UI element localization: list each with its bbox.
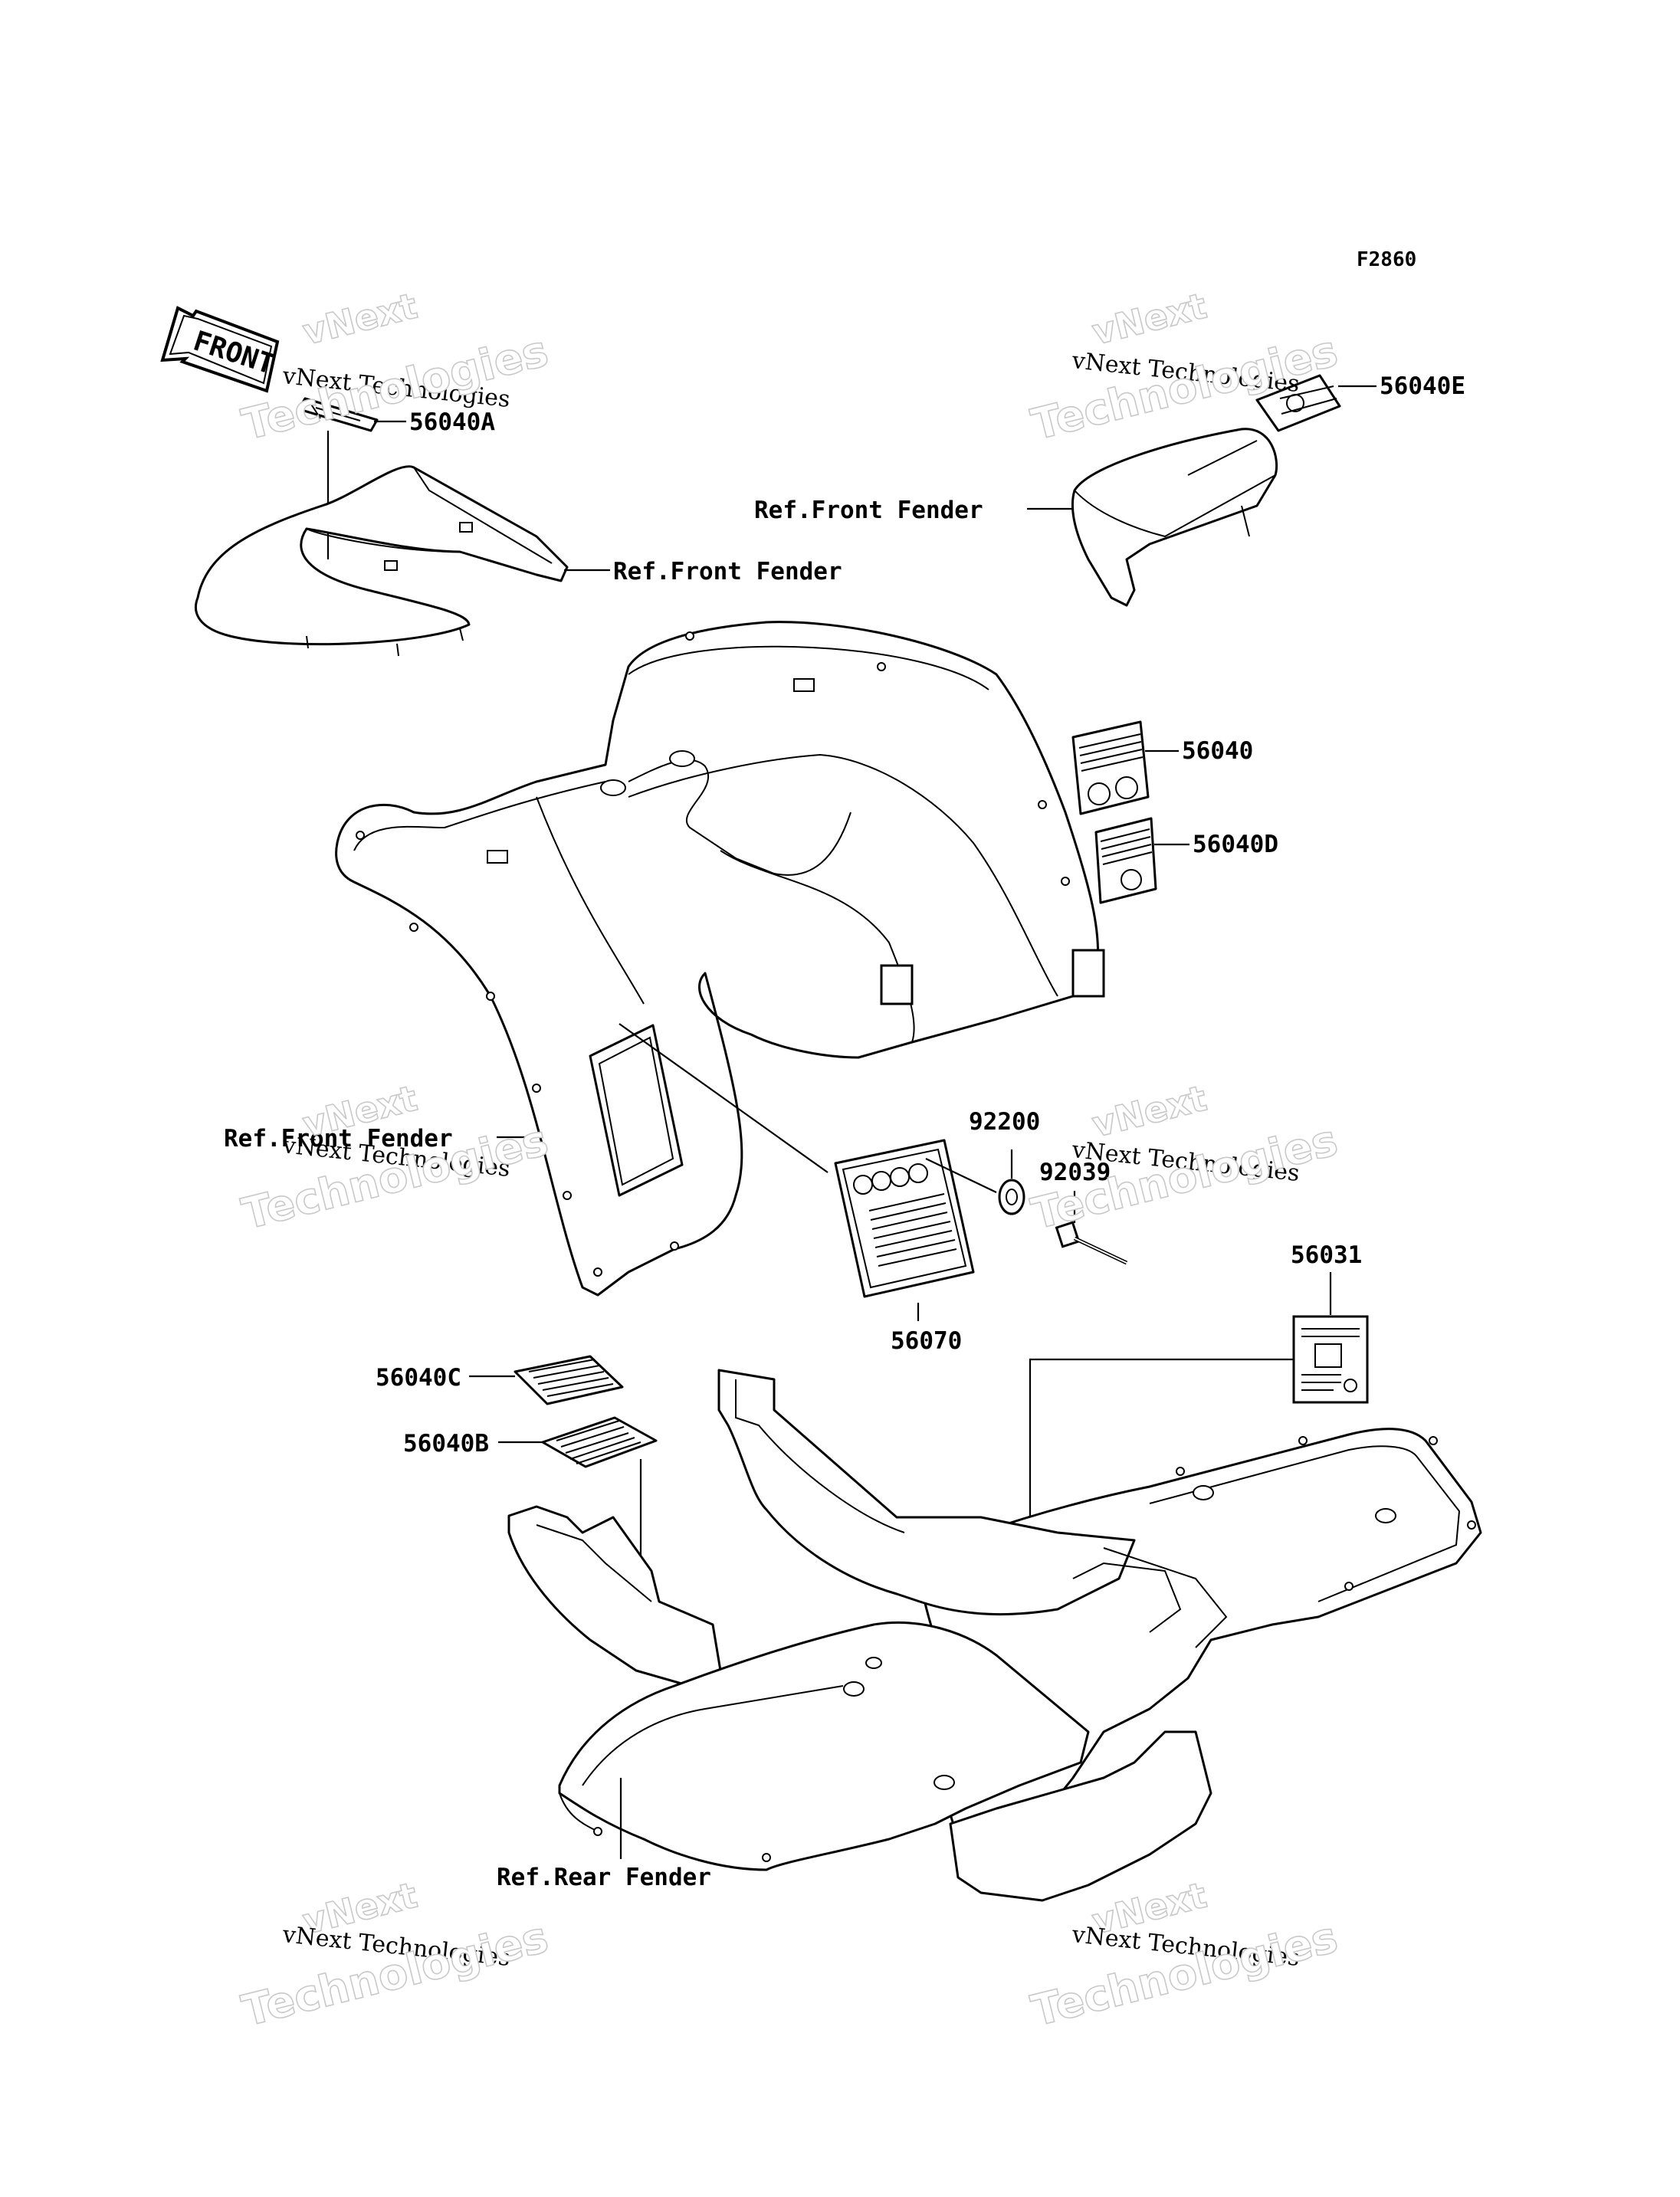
- leader-56070-plate: [619, 1023, 829, 1173]
- pin-92039-part: [1055, 1221, 1128, 1265]
- label-56031-part: [1292, 1315, 1369, 1404]
- callout-56040d: 56040D: [1193, 831, 1278, 858]
- label-56040d-part: [1094, 817, 1157, 904]
- watermark-middle-left: vNext vNext Technologies Technologies: [237, 1077, 554, 1241]
- watermark-top-right: vNext vNext Technologies Technologies: [1026, 284, 1344, 451]
- label-56040e-part: [1255, 374, 1341, 432]
- callout-56040b: 56040B: [403, 1430, 489, 1458]
- watermark-bottom-left: vNext vNext Technologies Technologies: [237, 1874, 554, 2038]
- leader-92200-plate: [925, 1158, 997, 1193]
- label-56040-part: [1071, 720, 1150, 815]
- callout-56031: 56031: [1291, 1241, 1362, 1269]
- callout-ref-rear-fender: Ref.Rear Fender: [497, 1864, 711, 1891]
- callout-ref-front-fender-1: Ref.Front Fender: [613, 558, 842, 585]
- front-fender-cover-right: [1071, 428, 1278, 607]
- front-fender-section-left: [194, 465, 569, 657]
- callout-56040e: 56040E: [1380, 372, 1465, 400]
- label-56040a-part: [297, 397, 379, 432]
- callout-92039: 92039: [1039, 1159, 1111, 1186]
- label-56040c-part: [514, 1355, 624, 1405]
- svg-text:vNext: vNext: [1088, 285, 1211, 353]
- callout-56040: 56040: [1182, 737, 1253, 765]
- svg-text:vNext: vNext: [299, 285, 422, 353]
- watermark-top-left: vNext vNext Technologies Technologies: [237, 284, 554, 451]
- watermark-middle-right: vNext vNext Technologies Technologies: [1026, 1077, 1344, 1241]
- figure-code: F2860: [1357, 248, 1416, 271]
- leader-56031-target: [1029, 1358, 1294, 1579]
- callout-92200: 92200: [969, 1108, 1040, 1136]
- callout-ref-front-fender-2: Ref.Front Fender: [754, 497, 983, 524]
- callout-ref-front-fender-3: Ref.Front Fender: [224, 1125, 453, 1153]
- plate-56070-part: [834, 1139, 975, 1298]
- rear-fender-body: [507, 1369, 1482, 1902]
- callout-56040c: 56040C: [376, 1364, 461, 1392]
- callout-56040a: 56040A: [409, 408, 495, 436]
- front-arrow-icon: FRONT: [160, 306, 280, 393]
- svg-text:vNext: vNext: [1088, 1077, 1211, 1146]
- watermark-bottom-right: vNext vNext Technologies Technologies: [1026, 1874, 1344, 2038]
- label-56040b-part: [541, 1416, 658, 1468]
- front-fender-main-body: [335, 621, 1105, 1297]
- callout-56070: 56070: [891, 1327, 962, 1355]
